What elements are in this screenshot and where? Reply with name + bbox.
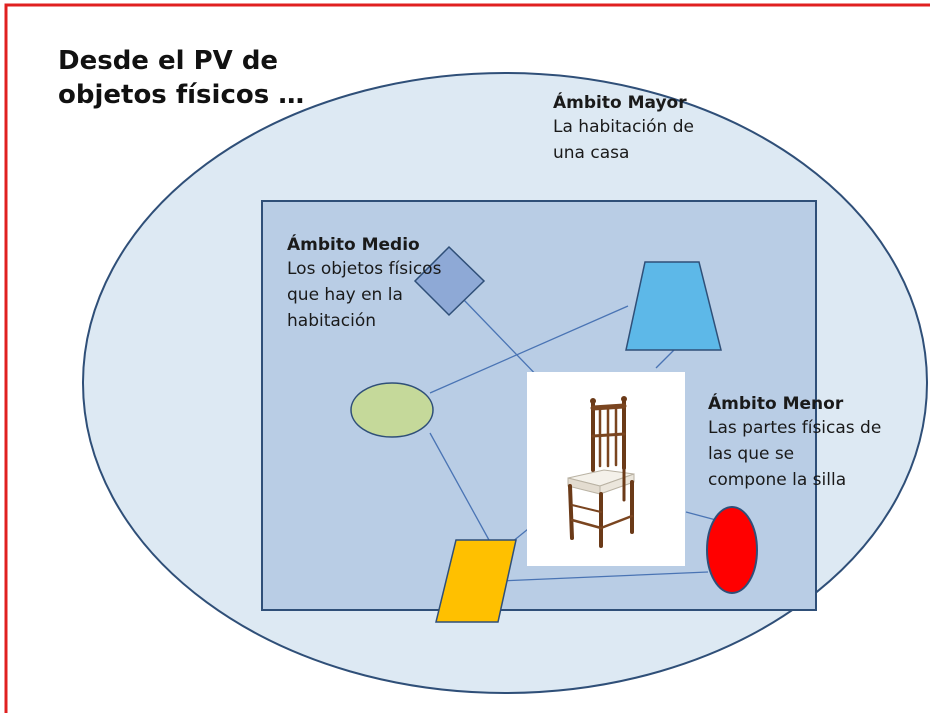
ambito-menor-line-3: compone la silla <box>708 470 847 490</box>
ambito-medio-heading: Ámbito Medio <box>287 235 420 255</box>
title-line-1: Desde el PV de <box>58 46 279 76</box>
trapezoid-shape <box>625 261 722 351</box>
chair-image <box>567 396 635 548</box>
ambito-medio-line-3: habitación <box>287 311 377 331</box>
ambito-menor-line-2: las que se <box>708 444 795 464</box>
ambito-menor-line-1: Las partes físicas de <box>708 418 882 438</box>
connector-parallelogram-redellipse <box>475 571 709 583</box>
connector-diamond-chair <box>462 298 546 385</box>
green-ellipse-shape <box>350 382 434 438</box>
chair-picture-frame <box>527 372 685 566</box>
diamond-shape <box>413 245 486 317</box>
connector-ellipse-parallelogram <box>429 432 490 541</box>
red-ellipse-shape <box>706 506 758 594</box>
connector-ellipse-trapezoid <box>429 305 629 394</box>
ambito-medio-line-2: que hay en la <box>287 285 403 305</box>
label-ambito-menor: Ámbito Menor Las partes físicas de las q… <box>708 393 881 493</box>
connector-chair-redellipse <box>685 511 717 521</box>
connector-lines <box>429 298 717 583</box>
ambito-mayor-line-2: una casa <box>553 143 630 163</box>
page-title: Desde el PV de objetos físicos … <box>58 44 304 112</box>
ambito-menor-heading: Ámbito Menor <box>708 394 844 414</box>
title-line-2: objetos físicos … <box>58 80 305 110</box>
ambito-mayor-line-1: La habitación de <box>553 117 694 137</box>
parallelogram-shape <box>435 539 517 623</box>
label-ambito-medio: Ámbito Medio Los objetos físicos que hay… <box>287 234 441 334</box>
label-ambito-mayor: Ámbito Mayor La habitación de una casa <box>553 92 694 166</box>
ambito-medio-line-1: Los objetos físicos <box>287 259 442 279</box>
slide-border <box>4 3 930 713</box>
ambito-mayor-heading: Ámbito Mayor <box>553 93 687 113</box>
connector-trapezoid-chair <box>655 349 675 369</box>
